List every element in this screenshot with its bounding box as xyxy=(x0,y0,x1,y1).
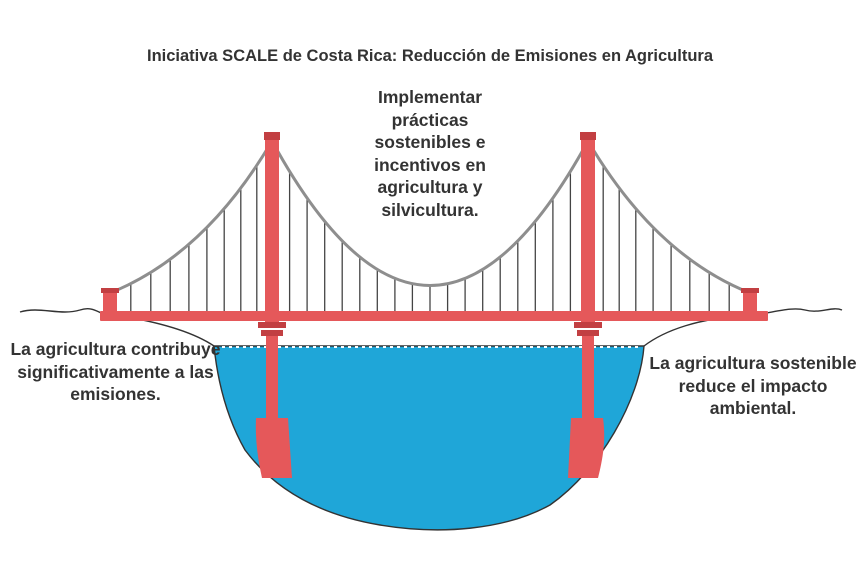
right-anchor-cap xyxy=(741,288,759,293)
center-label: Implementar prácticas sostenibles e ince… xyxy=(374,87,486,220)
left-bank xyxy=(19,308,215,347)
main-cable-left xyxy=(109,140,274,295)
water-basin xyxy=(213,345,645,531)
main-cable-middle xyxy=(270,140,590,287)
left-tower xyxy=(255,132,292,478)
left-anchor-cap xyxy=(101,288,119,293)
right-anchor-post xyxy=(743,290,757,312)
main-cable-right xyxy=(586,140,751,295)
left-anchor-post xyxy=(103,290,117,312)
diagram-title: Iniciativa SCALE de Costa Rica: Reducció… xyxy=(146,47,714,65)
right-tower xyxy=(568,132,605,478)
right-label: La agricultura sostenible reduce el impa… xyxy=(649,353,857,418)
bridge-deck xyxy=(100,311,768,321)
suspender-cables xyxy=(130,165,730,311)
left-label: La agricultura contribuye significativam… xyxy=(10,339,221,404)
